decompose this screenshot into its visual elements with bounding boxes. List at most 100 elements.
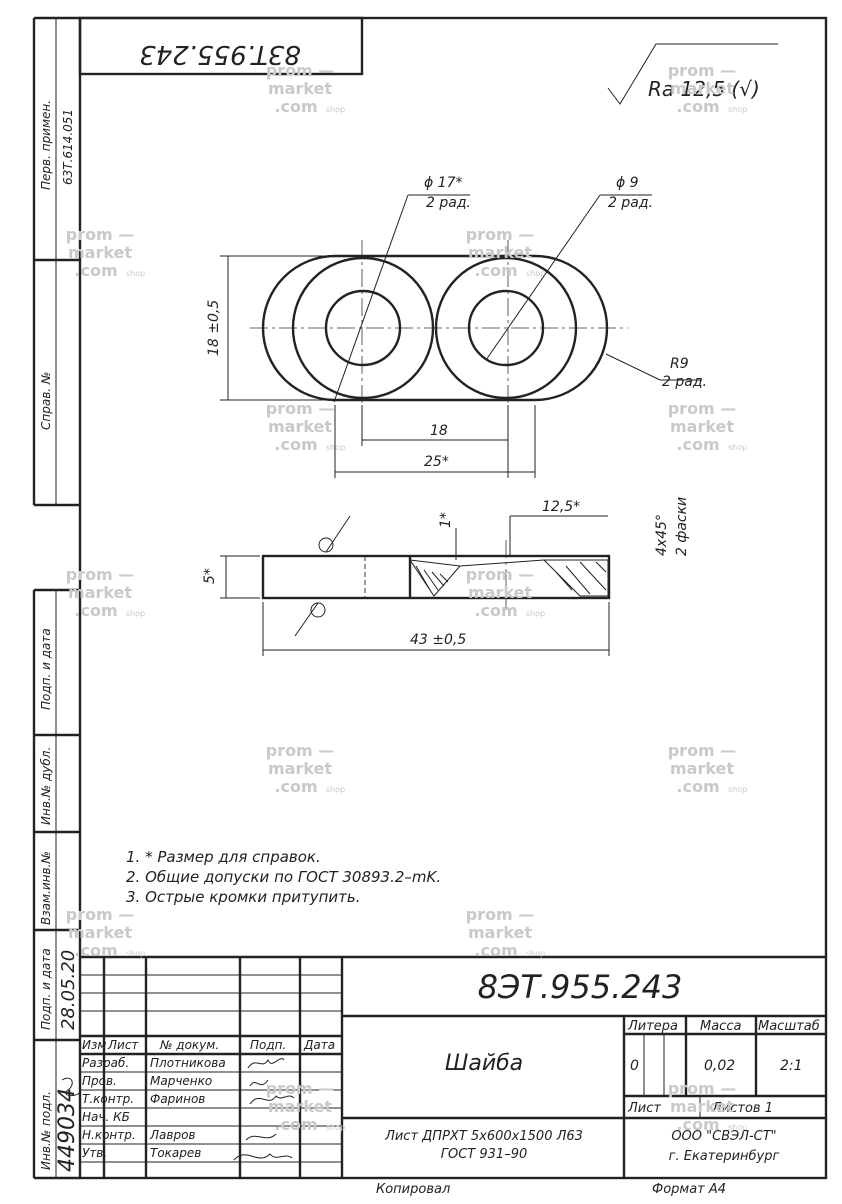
technical-notes: 1. * Размер для справок. 2. Общие допуск… (126, 848, 441, 906)
title-doc-number: 8ЭТ.955.243 (478, 968, 683, 1006)
watermark-tag: shop (728, 443, 747, 452)
watermark-line3: .com (676, 435, 719, 454)
row-name-5: Токарев (150, 1146, 201, 1160)
dim-chamfer-note: 2 фаски (674, 497, 690, 556)
dim-t1: 1* (438, 512, 454, 528)
th-data: Дата (303, 1038, 335, 1052)
watermark-line3: .com (676, 1115, 719, 1134)
dim-d9: ϕ 9 (616, 175, 639, 191)
roughness-value: Ra 12,5 (√) (648, 77, 760, 101)
watermark-line2: market (268, 79, 332, 98)
watermark-tag: shop (326, 443, 345, 452)
watermark-tag: shop (326, 1123, 345, 1132)
watermark-line3: .com (274, 1115, 317, 1134)
side-label-podp-data-2: Подп. и дата (39, 948, 53, 1030)
doc-number-rotated: 83T.955.243 (139, 39, 301, 69)
litera-header: Литера (627, 1019, 678, 1034)
watermark-tag: shop (126, 609, 145, 618)
perv-primen-label: Перв. примен. (39, 100, 53, 190)
th-podp: Подп. (250, 1038, 286, 1052)
watermark-line2: market (670, 1097, 734, 1116)
watermark-line2: market (268, 1097, 332, 1116)
watermark-line2: market (468, 583, 532, 602)
watermark-line2: market (670, 79, 734, 98)
watermark-line3: .com (74, 261, 117, 280)
watermark-tag: shop (728, 105, 747, 114)
watermark-line1: prom — (266, 399, 335, 418)
watermark-line3: .com (274, 777, 317, 796)
dim-d17: ϕ 17* (424, 175, 463, 191)
masshtab-value: 2:1 (780, 1058, 803, 1074)
watermark-line1: prom — (668, 399, 737, 418)
watermark-line1: prom — (66, 905, 135, 924)
watermark-line2: market (68, 583, 132, 602)
material-line-2: ГОСТ 931–90 (441, 1147, 527, 1162)
dim-w18: 18 (430, 423, 448, 439)
watermark-line2: market (68, 923, 132, 942)
roughness-symbol: Ra 12,5 (√) (607, 43, 778, 105)
watermark-line1: prom — (266, 1079, 335, 1098)
th-doc-no: № докум. (159, 1038, 219, 1052)
dim-r9-note: 2 рад. (662, 374, 707, 390)
section-view: 5* 1* 12,5* 4х45° 2 фаски 43 ±0,5 (202, 497, 690, 656)
watermark-tag: shop (526, 609, 545, 618)
dim-h18: 18 ±0,5 (206, 300, 222, 356)
side-signature (61, 1077, 81, 1097)
watermark-line1: prom — (466, 565, 535, 584)
watermark-tag: shop (526, 269, 545, 278)
watermark-line2: market (468, 243, 532, 262)
row-role-0: Разраб. (82, 1056, 129, 1070)
signatures (233, 1058, 295, 1161)
note-3: 3. Острые кромки притупить. (126, 888, 360, 906)
dim-d17-note: 2 рад. (426, 195, 471, 211)
row-role-5: Утв. (82, 1146, 107, 1160)
dim-r9: R9 (670, 356, 689, 372)
watermark-line3: .com (474, 261, 517, 280)
footer-kopiroval: Копировал (376, 1182, 450, 1197)
litera-value: 0 (630, 1058, 639, 1074)
list-label: Лист (627, 1101, 661, 1116)
dim-w125: 12,5* (542, 499, 580, 515)
listov-label: Листов 1 (711, 1101, 773, 1116)
watermark-line3: .com (676, 97, 719, 116)
watermark-tag: shop (126, 949, 145, 958)
row-name-1: Марченко (150, 1074, 212, 1088)
watermark-line1: prom — (668, 61, 737, 80)
row-role-4: Н.контр. (82, 1128, 136, 1142)
massa-header: Масса (700, 1019, 741, 1034)
dim-chamfer: 4х45° (654, 514, 670, 556)
note-2: 2. Общие допуски по ГОСТ 30893.2–mK. (126, 868, 441, 886)
footer-format: Формат А4 (652, 1182, 726, 1197)
dim-l43: 43 ±0,5 (410, 632, 466, 648)
watermark-line2: market (670, 759, 734, 778)
watermark-line1: prom — (466, 225, 535, 244)
watermark-line3: .com (474, 601, 517, 620)
watermark-line2: market (268, 417, 332, 436)
row-name-0: Плотникова (150, 1056, 226, 1070)
dim-d9-note: 2 рад. (608, 195, 653, 211)
watermark-line3: .com (274, 435, 317, 454)
side-label-vzam-inv: Взам.инв.№ (39, 851, 53, 925)
perv-primen-value: 63Т.614.051 (61, 109, 75, 185)
dim-t5: 5* (202, 568, 218, 584)
watermark-line3: .com (74, 941, 117, 960)
watermark-line1: prom — (266, 741, 335, 760)
watermark-line2: market (468, 923, 532, 942)
th-izm: Изм (82, 1038, 106, 1052)
title-block (80, 955, 826, 1178)
sheet-frame (32, 16, 828, 1180)
watermark-tag: shop (326, 785, 345, 794)
watermark-line2: market (268, 759, 332, 778)
side-label-inv-podl: Инв.№ подл. (39, 1091, 53, 1170)
inv-podl-handwritten: 449034 (55, 1088, 80, 1172)
side-label-podp-data-1: Подп. и дата (39, 628, 53, 710)
row-name-2: Фаринов (150, 1092, 205, 1106)
sprav-no-label: Справ. № (39, 372, 53, 430)
material-line-1: Лист ДПРХТ 5х600х1500 Л63 (384, 1129, 583, 1144)
row-role-3: Нач. КБ (82, 1110, 130, 1124)
watermark-line2: market (670, 417, 734, 436)
watermark-line1: prom — (466, 905, 535, 924)
watermark-line1: prom — (266, 61, 335, 80)
